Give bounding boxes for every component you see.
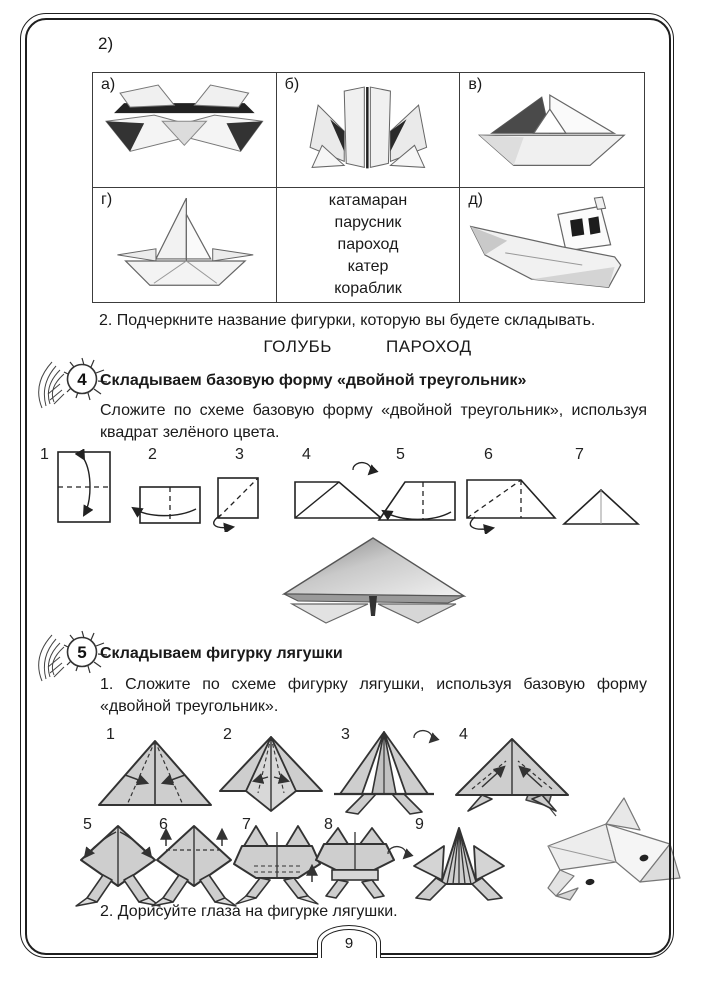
page-number: 9	[344, 935, 354, 952]
cell-b-label: б)	[284, 76, 300, 93]
page-number-bump: 9	[317, 925, 381, 958]
step-number: 2	[223, 726, 232, 743]
step-number: 1	[106, 726, 115, 743]
table-cell-v: в)	[460, 73, 644, 188]
table-cell-a: а)	[93, 73, 277, 188]
table-cell-d: д)	[460, 188, 644, 303]
underline-task-instruction: 2. Подчеркните название фигурки, которую…	[99, 312, 596, 329]
figures-table: а) б)	[92, 72, 645, 303]
cell-v-label: в)	[468, 76, 483, 93]
frog-step-1-diagram	[98, 740, 212, 806]
word-item[interactable]: катамаран	[328, 191, 408, 209]
step-number: 1	[40, 446, 49, 463]
word-item[interactable]: парусник	[334, 213, 402, 231]
table-cell-g: г)	[93, 187, 277, 302]
double-hull-boat-sketch	[309, 86, 427, 169]
option-parohod[interactable]: ПАРОХОД	[385, 337, 472, 356]
step-number: 7	[575, 446, 584, 463]
draw-eyes-instruction: 2. Дорисуйте глаза на фигурке лягушки.	[100, 903, 398, 920]
double-triangle-figure	[281, 537, 467, 624]
frog-step-9-diagram	[413, 827, 505, 901]
fold-step-6-diagram	[466, 479, 557, 534]
frog-step-3-diagram	[334, 729, 440, 815]
section4-title: Складываем базовую форму «двойной треуго…	[100, 372, 527, 389]
section5-sun-badge: 5	[38, 630, 108, 682]
section4-sun-badge: 4	[38, 357, 108, 409]
step-number: 3	[235, 446, 244, 463]
rotate-icon	[387, 845, 414, 860]
section5-number: 5	[77, 643, 86, 662]
step-number: 9	[415, 816, 424, 833]
fold-step-1-diagram	[57, 449, 111, 523]
word-item[interactable]: кораблик	[334, 279, 402, 297]
step-number: 8	[324, 816, 333, 833]
step-number: 4	[459, 726, 468, 743]
page-number-arc	[321, 929, 377, 958]
paper-boat-sketch	[478, 94, 627, 167]
steamboat-sketch	[469, 196, 622, 288]
answer-options: ГОЛУБЬ ПАРОХОД	[92, 337, 643, 357]
item-label: 2)	[98, 34, 114, 53]
option-golub[interactable]: ГОЛУБЬ	[263, 337, 332, 356]
fold-step-2-diagram	[131, 486, 201, 524]
section4-body: Сложите по схеме базовую форму «двойной …	[100, 402, 647, 441]
section4-number: 4	[77, 370, 87, 389]
section5-title: Складываем фигурку лягушки	[100, 645, 343, 662]
table-cell-words: катамаран парусник пароход катер корабли…	[277, 187, 461, 303]
step-number: 4	[302, 446, 311, 463]
fold-step-3-diagram	[213, 477, 259, 532]
cell-g-label: г)	[101, 190, 113, 208]
sailboat-sketch	[117, 197, 254, 286]
step-number: 5	[83, 816, 92, 833]
cell-a-label: а)	[101, 76, 116, 93]
section5-task1: 1. Сложите по схеме фигурку лягушки, исп…	[100, 676, 647, 715]
step-number: 6	[484, 446, 493, 463]
step-number: 2	[148, 446, 157, 463]
rotate-icon	[413, 729, 440, 744]
frog-step-2-diagram	[219, 736, 323, 812]
frog-step-8-diagram	[315, 827, 414, 899]
frog-step-4-diagram	[455, 738, 569, 812]
step-number: 5	[396, 446, 405, 463]
cell-d-label: д)	[468, 190, 483, 208]
step-number: 3	[341, 726, 350, 743]
word-item[interactable]: пароход	[337, 235, 399, 253]
frog-step-5-diagram	[75, 825, 161, 907]
catamaran-sketch	[105, 84, 264, 152]
step-number: 7	[242, 816, 251, 833]
fold-step-5-diagram	[377, 481, 456, 521]
word-item[interactable]: катер	[347, 257, 389, 275]
step-number: 6	[159, 816, 168, 833]
fold-step-7-diagram	[561, 488, 641, 525]
rotate-icon	[352, 461, 379, 476]
word-list: катамаран парусник пароход катер корабли…	[277, 188, 460, 303]
table-cell-b: б)	[276, 73, 461, 188]
frog-step-6-diagram	[151, 825, 237, 907]
frog-step-7-diagram	[233, 825, 321, 905]
